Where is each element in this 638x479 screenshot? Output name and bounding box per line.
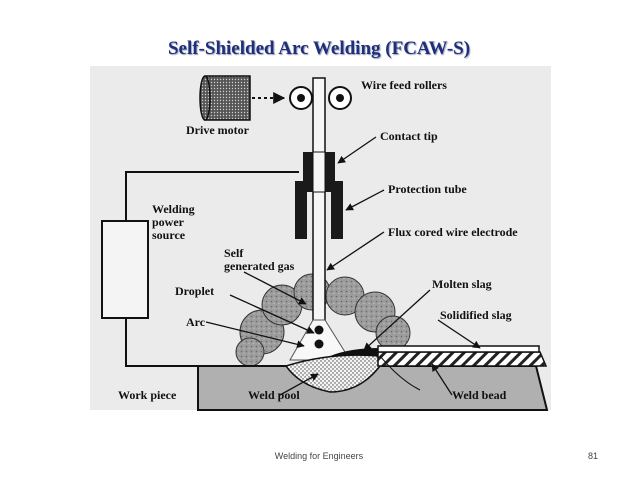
- drive-motor: [199, 75, 251, 121]
- label-droplet: Droplet: [175, 284, 214, 298]
- label-weld-bead: Weld bead: [452, 388, 507, 402]
- label-flux-cored-wire-electrode: Flux cored wire electrode: [388, 225, 518, 239]
- weld-pool: [284, 354, 381, 393]
- label-welding-power-source-line3: source: [152, 228, 186, 242]
- leader-arrows: [205, 136, 481, 396]
- label-wire-feed-rollers: Wire feed rollers: [361, 78, 447, 92]
- label-welding-power-source-line1: Welding: [152, 202, 195, 216]
- label-weld-pool: Weld pool: [248, 388, 300, 402]
- protection-tube: [295, 181, 343, 239]
- page-number: 81: [588, 451, 599, 461]
- solidified-slag: [377, 345, 540, 353]
- slide-footer: Welding for Engineers: [274, 451, 364, 461]
- droplet: [314, 325, 324, 335]
- wire-feed-rollers: [289, 86, 352, 110]
- label-contact-tip: Contact tip: [380, 129, 438, 143]
- weld-bead-sloped-edge: [379, 355, 421, 391]
- label-work-piece: Work piece: [118, 388, 177, 402]
- power-source-box: [101, 220, 149, 319]
- label-protection-tube: Protection tube: [388, 182, 467, 196]
- label-solidified-slag: Solidified slag: [440, 308, 512, 322]
- label-self-generated-gas-line1: Self: [224, 246, 244, 260]
- slide-title: Self-Shielded Arc Welding (FCAW-S): [167, 38, 471, 59]
- label-welding-power-source-line2: power: [152, 215, 185, 229]
- flux-cored-wire: [312, 77, 326, 335]
- label-arc: Arc: [186, 315, 206, 329]
- label-self-generated-gas-line2: generated gas: [224, 259, 295, 273]
- droplet: [314, 339, 324, 349]
- label-molten-slag: Molten slag: [432, 277, 492, 291]
- power-circuit-wire: [125, 171, 299, 367]
- weld-bead: [377, 351, 548, 367]
- label-drive-motor: Drive motor: [186, 123, 250, 137]
